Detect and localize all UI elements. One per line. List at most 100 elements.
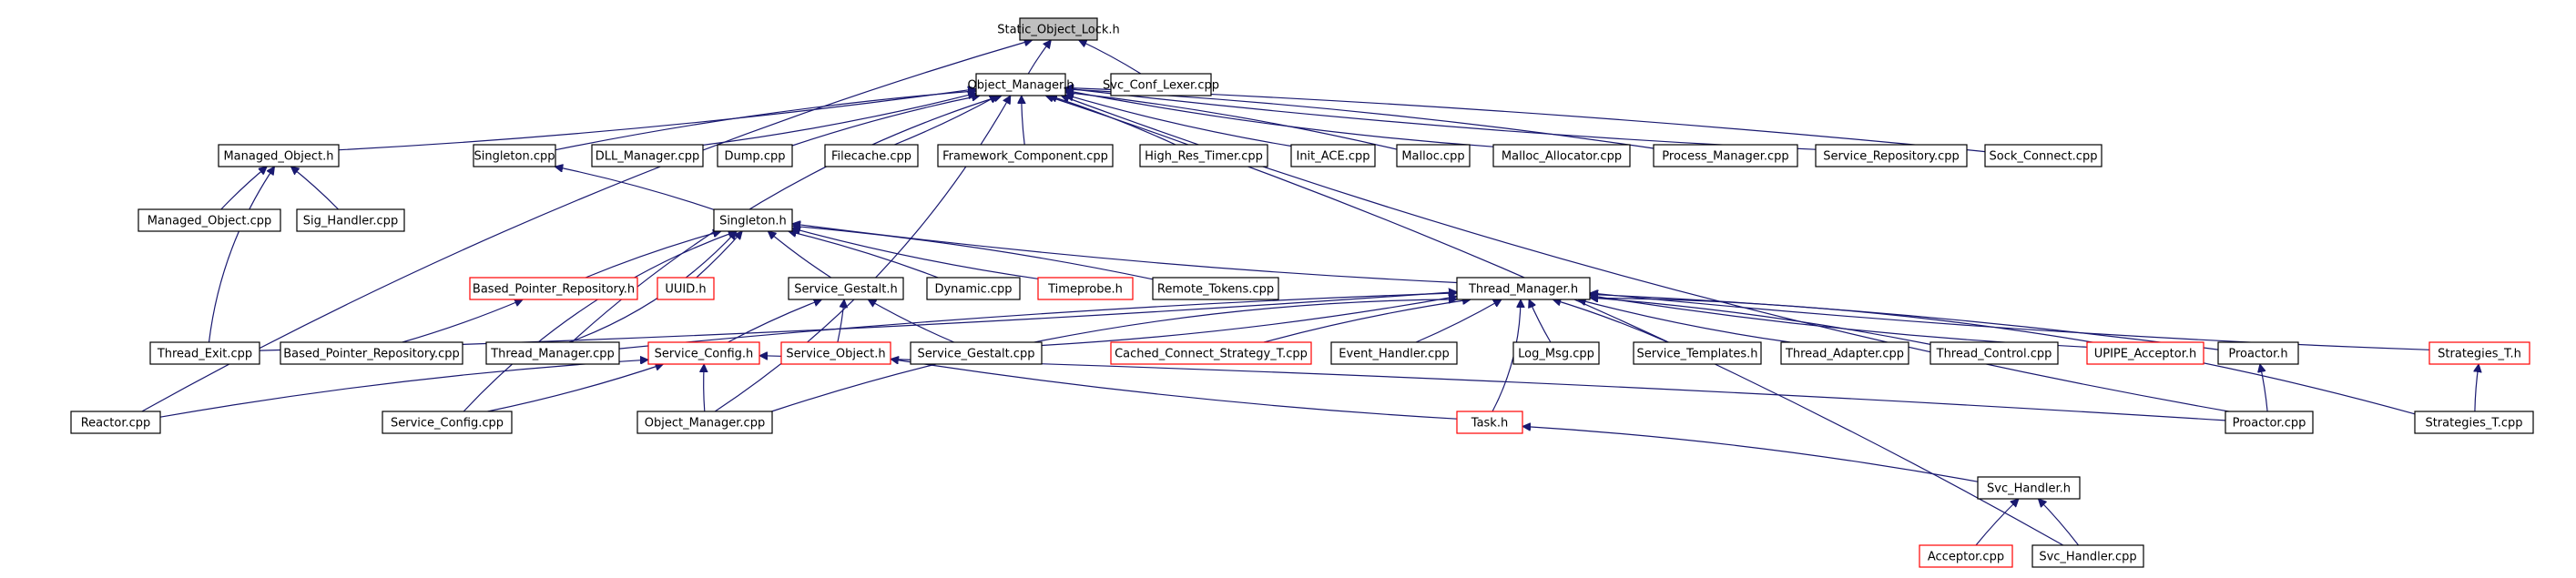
node-thread_control_cpp[interactable]: Thread_Control.cpp bbox=[1929, 341, 2059, 365]
node-service_gestalt_h[interactable]: Service_Gestalt.h bbox=[788, 277, 904, 300]
node-strategies_t_h[interactable]: Strategies_T.h bbox=[2428, 341, 2530, 365]
node-filecache_cpp[interactable]: Filecache.cpp bbox=[824, 144, 919, 167]
node-proactor_cpp[interactable]: Proactor.cpp bbox=[2225, 411, 2314, 434]
node-label: Service_Config.cpp bbox=[391, 417, 504, 431]
node-box bbox=[1815, 144, 1968, 167]
node-object_manager_h[interactable]: Object_Manager.h bbox=[968, 73, 1074, 96]
node-service_gestalt_cpp[interactable]: Service_Gestalt.cpp bbox=[910, 341, 1043, 365]
node-label: Static_Object_Lock.h bbox=[997, 24, 1120, 37]
node-remote_tokens_cpp[interactable]: Remote_Tokens.cpp bbox=[1152, 277, 1279, 300]
node-proactor_h[interactable]: Proactor.h bbox=[2217, 341, 2299, 365]
node-uuid_h[interactable]: UUID.h bbox=[657, 277, 715, 300]
node-label: Singleton.h bbox=[719, 215, 787, 228]
node-label: UPIPE_Acceptor.h bbox=[2094, 348, 2197, 361]
node-managed_object_cpp[interactable]: Managed_Object.cpp bbox=[137, 208, 281, 232]
node-log_msg_cpp[interactable]: Log_Msg.cpp bbox=[1512, 341, 1600, 365]
node-init_ace_cpp[interactable]: Init_ACE.cpp bbox=[1290, 144, 1376, 167]
node-box bbox=[1110, 341, 1312, 365]
node-label: Sig_Handler.cpp bbox=[303, 215, 398, 228]
edge-based_pointer_repository_cpp-to-based_pointer_repository_h bbox=[402, 299, 523, 343]
node-based_pointer_repository_h[interactable]: Based_Pointer_Repository.h bbox=[469, 277, 638, 300]
node-service_config_cpp[interactable]: Service_Config.cpp bbox=[382, 411, 513, 434]
node-label: Based_Pointer_Repository.h bbox=[473, 283, 635, 297]
node-service_templates_h[interactable]: Service_Templates.h bbox=[1633, 341, 1762, 365]
node-svc_conf_lexer_cpp[interactable]: Svc_Conf_Lexer.cpp bbox=[1103, 73, 1219, 96]
node-box bbox=[1492, 144, 1631, 167]
node-label: UUID.h bbox=[665, 283, 706, 297]
node-malloc_allocator_cpp[interactable]: Malloc_Allocator.cpp bbox=[1492, 144, 1631, 167]
node-box bbox=[1290, 144, 1376, 167]
node-high_res_timer_cpp[interactable]: High_Res_Timer.cpp bbox=[1139, 144, 1268, 167]
node-singleton_h[interactable]: Singleton.h bbox=[713, 208, 793, 232]
node-dump_cpp[interactable]: Dump.cpp bbox=[717, 144, 793, 167]
node-upipe_acceptor_h[interactable]: UPIPE_Acceptor.h bbox=[2086, 341, 2204, 365]
edge-svc_handler_h-to-task_h bbox=[1522, 426, 1979, 482]
node-svc_handler_cpp[interactable]: Svc_Handler.cpp bbox=[2031, 544, 2144, 568]
edge-thread_manager_h-to-singleton_h bbox=[792, 224, 1458, 284]
node-task_h[interactable]: Task.h bbox=[1456, 411, 1523, 434]
node-dll_manager_cpp[interactable]: DLL_Manager.cpp bbox=[591, 144, 704, 167]
node-box bbox=[657, 277, 715, 300]
node-box bbox=[717, 144, 793, 167]
node-label: Reactor.cpp bbox=[81, 417, 151, 431]
node-thread_manager_cpp[interactable]: Thread_Manager.cpp bbox=[485, 341, 620, 365]
node-acceptor_cpp[interactable]: Acceptor.cpp bbox=[1919, 544, 2013, 568]
node-framework_component_cpp[interactable]: Framework_Component.cpp bbox=[937, 144, 1114, 167]
node-timeprobe_h[interactable]: Timeprobe.h bbox=[1037, 277, 1134, 300]
node-box bbox=[1929, 341, 2059, 365]
node-box bbox=[1512, 341, 1600, 365]
edge-service_gestalt_cpp-to-service_gestalt_h bbox=[868, 299, 955, 343]
node-thread_manager_h[interactable]: Thread_Manager.h bbox=[1456, 277, 1591, 300]
node-sig_handler_cpp[interactable]: Sig_Handler.cpp bbox=[296, 208, 405, 232]
node-dynamic_cpp[interactable]: Dynamic.cpp bbox=[926, 277, 1021, 300]
node-box bbox=[2428, 341, 2530, 365]
edge-svc_handler_cpp-to-svc_handler_h bbox=[2038, 499, 2080, 546]
node-cached_connect_strategy_t_cpp[interactable]: Cached_Connect_Strategy_T.cpp bbox=[1110, 341, 1312, 365]
node-box bbox=[1110, 73, 1212, 96]
node-box bbox=[1633, 341, 1762, 365]
node-singleton_cpp[interactable]: Singleton.cpp bbox=[473, 144, 556, 167]
node-based_pointer_repository_cpp[interactable]: Based_Pointer_Repository.cpp bbox=[280, 341, 463, 365]
node-box bbox=[647, 341, 760, 365]
node-box bbox=[937, 144, 1114, 167]
edge-based_pointer_repository_h-to-singleton_h bbox=[585, 231, 721, 279]
node-box bbox=[2414, 411, 2534, 434]
node-label: Malloc_Allocator.cpp bbox=[1502, 150, 1622, 164]
node-box bbox=[280, 341, 463, 365]
node-box bbox=[788, 277, 904, 300]
node-service_repository_cpp[interactable]: Service_Repository.cpp bbox=[1815, 144, 1968, 167]
edge-service_templates_h-to-thread_manager_h bbox=[1553, 299, 1668, 343]
node-label: Service_Config.h bbox=[655, 348, 754, 361]
node-thread_exit_cpp[interactable]: Thread_Exit.cpp bbox=[149, 341, 260, 365]
node-managed_object_h[interactable]: Managed_Object.h bbox=[218, 144, 340, 167]
edge-object_manager_h-to-static_object_lock_h bbox=[1027, 40, 1051, 75]
node-box bbox=[1456, 277, 1591, 300]
edge-malloc_allocator_cpp-to-object_manager_h bbox=[1065, 90, 1494, 147]
node-process_manager_cpp[interactable]: Process_Manager.cpp bbox=[1653, 144, 1798, 167]
node-label: Remote_Tokens.cpp bbox=[1157, 283, 1274, 297]
node-box bbox=[1653, 144, 1798, 167]
node-svc_handler_h[interactable]: Svc_Handler.h bbox=[1977, 476, 2081, 500]
edge-framework_component_cpp-to-object_manager_h bbox=[1022, 96, 1024, 146]
node-label: Init_ACE.cpp bbox=[1296, 150, 1369, 164]
node-sock_connect_cpp[interactable]: Sock_Connect.cpp bbox=[1984, 144, 2103, 167]
node-box bbox=[149, 341, 260, 365]
node-service_object_h[interactable]: Service_Object.h bbox=[780, 341, 891, 365]
node-strategies_t_cpp[interactable]: Strategies_T.cpp bbox=[2414, 411, 2534, 434]
node-box bbox=[824, 144, 919, 167]
node-label: Thread_Control.cpp bbox=[1936, 348, 2052, 361]
node-event_handler_cpp[interactable]: Event_Handler.cpp bbox=[1330, 341, 1458, 365]
node-label: Cached_Connect_Strategy_T.cpp bbox=[1115, 348, 1308, 361]
node-service_config_h[interactable]: Service_Config.h bbox=[647, 341, 760, 365]
node-label: Service_Repository.cpp bbox=[1823, 150, 1960, 164]
node-label: Task.h bbox=[1471, 417, 1508, 431]
node-object_manager_cpp[interactable]: Object_Manager.cpp bbox=[636, 411, 773, 434]
node-label: Object_Manager.cpp bbox=[645, 417, 765, 431]
node-box bbox=[591, 144, 704, 167]
node-box bbox=[910, 341, 1043, 365]
node-malloc_cpp[interactable]: Malloc.cpp bbox=[1396, 144, 1471, 167]
node-thread_adapter_cpp[interactable]: Thread_Adapter.cpp bbox=[1780, 341, 1909, 365]
node-reactor_cpp[interactable]: Reactor.cpp bbox=[70, 411, 161, 434]
edge-acceptor_cpp-to-svc_handler_h bbox=[1975, 499, 2019, 546]
node-static_object_lock_h[interactable]: Static_Object_Lock.h bbox=[997, 17, 1120, 41]
